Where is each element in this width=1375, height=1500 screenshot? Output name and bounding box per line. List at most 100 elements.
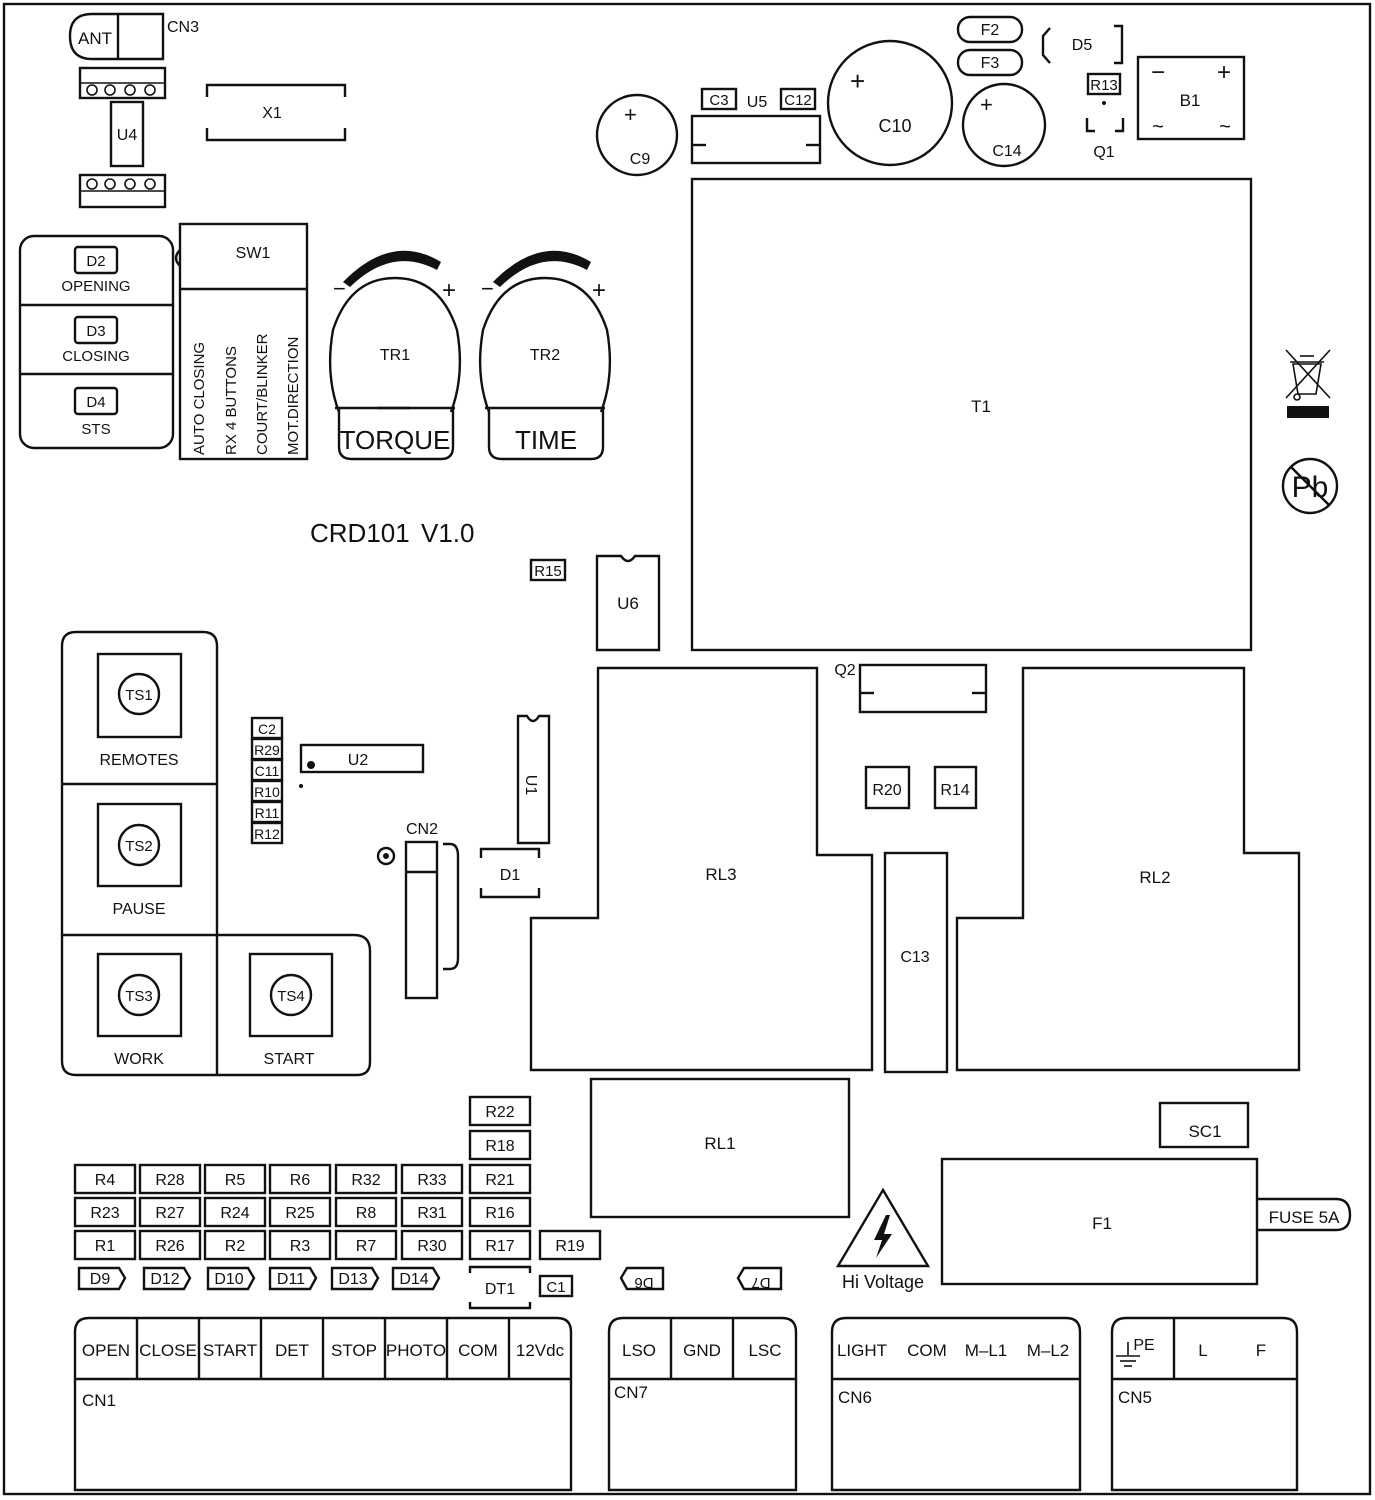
b1-minus: − [1151, 59, 1165, 86]
c13-label: C13 [900, 949, 929, 966]
cn6-pin-com: COM [907, 1341, 947, 1360]
d4-label: D4 [86, 394, 105, 411]
c9-capacitor: + C9 [595, 93, 679, 177]
r18-label: R18 [485, 1138, 514, 1155]
resistor-label: R5 [225, 1172, 246, 1189]
q2-label: Q2 [834, 662, 855, 679]
cn5-terminal-block[interactable]: PE L F CN5 [1110, 1316, 1299, 1492]
c14-label: C14 [992, 143, 1021, 160]
cn6-pin-m-l2: M–L2 [1027, 1341, 1070, 1360]
cn7-pin-lsc: LSC [748, 1341, 781, 1360]
resistor-pad [400, 1229, 464, 1261]
sts-label: STS [81, 421, 110, 438]
ant-label: ANT [78, 29, 112, 48]
resistor-pad [400, 1196, 464, 1228]
r12-label: R12 [254, 826, 280, 842]
ts3-button[interactable]: TS3 WORK [96, 952, 183, 1068]
board-version: V1.0 [421, 518, 475, 548]
b1-ac-left: ~ [1152, 116, 1164, 138]
d6-label: D6 [634, 1274, 653, 1291]
rl2-label: RL2 [1139, 868, 1170, 887]
resistor-pad [73, 1163, 137, 1195]
ts1-button[interactable]: TS1 REMOTES [96, 652, 183, 769]
b1-ac-right: ~ [1219, 116, 1231, 138]
c14-capacitor: + C14 [961, 82, 1047, 168]
opening-label: OPENING [61, 278, 130, 295]
sw1-dip-switch: SW1 AUTO CLOSING RX 4 BUTTONS COURT/BLIN… [174, 222, 309, 461]
ts4-button[interactable]: TS4 START [248, 952, 334, 1068]
x1-label: X1 [262, 105, 282, 122]
r15-label: R15 [534, 563, 562, 580]
resistor-label: R4 [95, 1172, 116, 1189]
cn2-connector: CN2 [376, 821, 460, 1000]
lead-free-icon: Pb [1281, 457, 1339, 515]
cn1-pin-open: OPEN [82, 1341, 130, 1360]
diode-outline [206, 1266, 256, 1291]
buttons-panel [60, 630, 372, 1077]
u4-label: U4 [117, 127, 138, 144]
tr2-minus: − [481, 276, 494, 301]
cn5-pin-l: L [1198, 1341, 1207, 1360]
resistor-label: R2 [225, 1238, 246, 1255]
u6-label: U6 [617, 594, 639, 613]
fuse-rating-label: FUSE 5A [1269, 1208, 1341, 1227]
cn5-pin-f: F [1256, 1341, 1266, 1360]
ts2-button[interactable]: TS2 PAUSE [96, 802, 183, 918]
cn6-pin-light: LIGHT [837, 1341, 887, 1360]
r17-label: R17 [485, 1238, 514, 1255]
t1-label: T1 [971, 397, 991, 416]
d1-diode: D1 [479, 847, 541, 899]
q1-label: Q1 [1093, 144, 1114, 161]
resistor-pad [203, 1196, 267, 1228]
weee-bin-icon [1285, 349, 1331, 418]
ts2-label: TS2 [125, 838, 153, 855]
resistor-label: R8 [356, 1205, 377, 1222]
cn1-pin-12vdc: 12Vdc [516, 1341, 565, 1360]
resistor-pad [73, 1196, 137, 1228]
r19-label: R19 [555, 1238, 584, 1255]
cn7-pin-lso: LSO [622, 1341, 656, 1360]
resistor-label: R3 [290, 1238, 311, 1255]
diode-outline [77, 1266, 127, 1291]
sw1-option-1: AUTO CLOSING [191, 342, 208, 455]
f2-f3-fuses: F2 F3 [956, 15, 1024, 77]
cn6-pin-m-l1: M–L1 [965, 1341, 1008, 1360]
rl3-label: RL3 [705, 865, 736, 884]
b1-bridge-rectifier: − + B1 ~ ~ [1136, 55, 1246, 141]
resistor-column: R22 R18 R21 R16 R17 R19 [468, 1095, 602, 1261]
resistor-label: R33 [417, 1172, 446, 1189]
r15-pad [529, 558, 567, 582]
rl1-relay: RL1 [589, 1077, 851, 1219]
cn1-pin-start: START [203, 1341, 257, 1360]
cn7-terminal-block[interactable]: LSO GND LSC CN7 [607, 1316, 798, 1492]
u2-label: U2 [348, 752, 369, 769]
hi-voltage-label: Hi Voltage [842, 1272, 924, 1292]
cn6-terminal-block[interactable]: LIGHT COM M–L1 M–L2 CN6 [830, 1316, 1082, 1492]
resistor-label: R27 [155, 1205, 184, 1222]
resistor-pad [400, 1163, 464, 1195]
u1-chip: U1 [516, 714, 551, 845]
resistor-pad [268, 1196, 332, 1228]
c9-label: C9 [630, 151, 651, 168]
r14-pad [933, 765, 978, 810]
resistor-label: R30 [417, 1238, 446, 1255]
diode-label: D9 [90, 1271, 111, 1288]
f3-label: F3 [981, 55, 1000, 72]
r10-label: R10 [254, 784, 280, 800]
resistor-label: R6 [290, 1172, 311, 1189]
cn1-terminal-block[interactable]: OPEN CLOSE START DET STOP PHOTO COM 12Vd… [73, 1316, 573, 1492]
x1-crystal: X1 [205, 83, 347, 142]
r20-label: R20 [872, 782, 901, 799]
d6-diode: D6 [619, 1266, 665, 1291]
cn7-pin-gnd: GND [683, 1341, 721, 1360]
ts4-label: TS4 [277, 988, 305, 1005]
time-label: TIME [515, 425, 577, 455]
rl1-label: RL1 [704, 1134, 735, 1153]
cn1-pin-close: CLOSE [139, 1341, 197, 1360]
resistor-pad [203, 1229, 267, 1261]
closing-label: CLOSING [62, 348, 130, 365]
c12-label: C12 [784, 92, 812, 109]
ts1-label: TS1 [125, 687, 153, 704]
